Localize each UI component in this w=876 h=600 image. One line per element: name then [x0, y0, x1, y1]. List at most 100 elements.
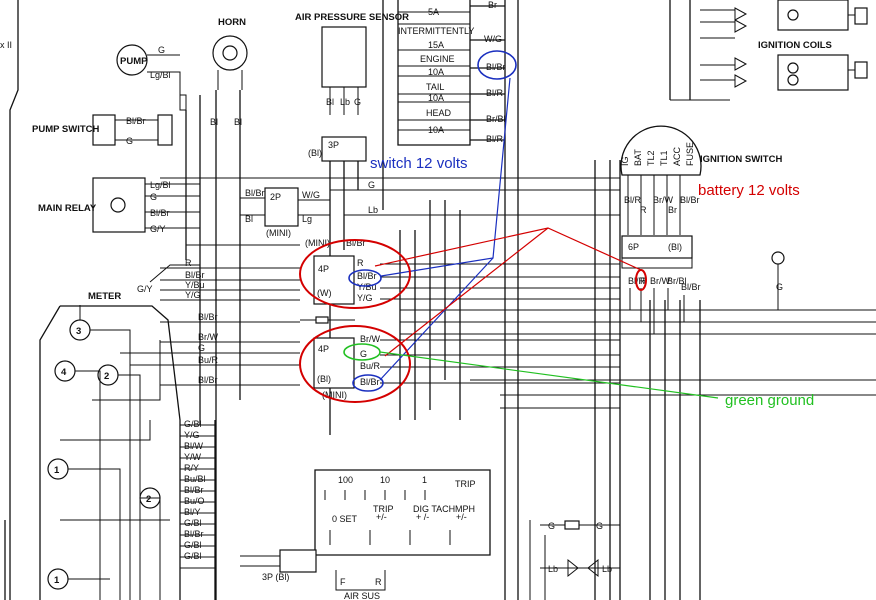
svg-text:Bl/Br: Bl/Br: [198, 312, 218, 322]
svg-text:Bl/R: Bl/R: [624, 195, 642, 205]
svg-text:R: R: [185, 258, 192, 268]
svg-text:W/G: W/G: [484, 34, 502, 44]
meter-terminal-4: 4: [54, 360, 76, 382]
svg-text:G/Y: G/Y: [150, 224, 166, 234]
svg-text:Br/W: Br/W: [360, 334, 381, 344]
svg-text:10: 10: [380, 475, 390, 485]
svg-text:Bu/R: Bu/R: [198, 355, 219, 365]
svg-text:G: G: [776, 282, 783, 292]
svg-text:Bl/R: Bl/R: [486, 134, 504, 144]
svg-text:Bl/Y: Bl/Y: [184, 507, 201, 517]
svg-text:W/G: W/G: [302, 190, 320, 200]
svg-text:Bl: Bl: [245, 214, 253, 224]
ground-annotation: green ground: [343, 343, 814, 409]
meter-gy-wire: [149, 264, 200, 283]
meter-left-wires: R Bl/Br Y/Bu Y/G Bl/Br Br/W G Bu/R Bl/Br: [120, 258, 300, 386]
air-sus: F R AIR SUS: [335, 570, 386, 600]
svg-text:Y/G: Y/G: [357, 293, 373, 303]
svg-text:1: 1: [422, 475, 427, 485]
svg-text:G/Bl: G/Bl: [184, 518, 202, 528]
svg-text:ACC: ACC: [672, 146, 682, 166]
svg-text:G: G: [198, 343, 205, 353]
connector-3p-bottom: 3P (Bl): [240, 549, 317, 582]
pump-connector: [179, 94, 187, 111]
svg-text:IG: IG: [620, 156, 630, 166]
mini-label-a: (MINI): [305, 238, 330, 248]
svg-text:Bl/Br: Bl/Br: [184, 485, 204, 495]
svg-text:Br/Bl: Br/Bl: [667, 276, 687, 286]
svg-text:2P: 2P: [270, 192, 281, 202]
svg-text:3P: 3P: [328, 140, 339, 150]
svg-text:+/-: +/-: [376, 512, 387, 522]
svg-text:TRIP: TRIP: [373, 504, 394, 514]
svg-text:G/Bl: G/Bl: [184, 551, 202, 561]
air-pressure-sensor: AIR PRESSURE SENSOR Bl Lb G 3P (Bl): [295, 12, 409, 435]
svg-text:3: 3: [76, 326, 81, 337]
bottom-right-components: G G Lb Lb: [529, 520, 620, 600]
svg-text:(MINI): (MINI): [322, 390, 347, 400]
svg-text:Br/Bl: Br/Bl: [486, 114, 506, 124]
meter-terminal-3: 3: [69, 319, 91, 341]
svg-text:Lg: Lg: [302, 214, 312, 224]
svg-text:Br/W: Br/W: [198, 332, 219, 342]
svg-text:DIG TACH: DIG TACH: [413, 504, 455, 514]
svg-text:G: G: [548, 521, 555, 531]
horn: HORN Bl Bl: [210, 17, 248, 600]
svg-text:Bl/W: Bl/W: [184, 441, 204, 451]
meter-bus-lines: [180, 420, 216, 600]
svg-text:Bl/Br: Bl/Br: [185, 270, 205, 280]
svg-text:IGNITION SWITCH: IGNITION SWITCH: [700, 154, 782, 165]
svg-text:Y/W: Y/W: [184, 452, 202, 462]
svg-text:Bl/Br: Bl/Br: [681, 282, 701, 292]
meter-bus-labels: G/Bl Y/G Bl/W Y/W R/Y Bu/Bl Bl/Br Bu/O B…: [184, 419, 206, 561]
svg-text:Bl/Br: Bl/Br: [150, 208, 170, 218]
svg-text:100: 100: [338, 475, 353, 485]
mini-2p-connector: 2P (MINI) Bl/Br W/G Bl Lg: [240, 187, 330, 238]
svg-text:Bl/Br: Bl/Br: [357, 271, 377, 281]
svg-text:R: R: [640, 205, 647, 215]
svg-text:G/Bl: G/Bl: [184, 540, 202, 550]
svg-text:BAT: BAT: [633, 149, 643, 166]
svg-text:R: R: [357, 258, 364, 268]
svg-text:PUMP: PUMP: [120, 56, 148, 67]
svg-text:Lb: Lb: [548, 564, 558, 574]
svg-text:R: R: [375, 577, 382, 587]
svg-text:TL2: TL2: [646, 150, 656, 166]
svg-text:10A: 10A: [428, 67, 444, 77]
svg-text:PUMP SWITCH: PUMP SWITCH: [32, 124, 100, 135]
connector-6p: 6P (Bl) Bl/R R Br/W Br/Bl Bl/Br: [621, 235, 701, 334]
meter-terminal-2a: 2: [97, 364, 119, 386]
svg-text:MPH: MPH: [455, 504, 475, 514]
svg-text:Bl/Br: Bl/Br: [346, 238, 366, 248]
svg-text:Y/Bu: Y/Bu: [357, 282, 377, 292]
svg-text:HORN: HORN: [218, 17, 246, 28]
svg-text:G: G: [596, 521, 603, 531]
svg-text:TAIL: TAIL: [426, 82, 444, 92]
svg-text:2: 2: [104, 371, 109, 382]
svg-text:G: G: [126, 136, 133, 146]
svg-text:(Bl): (Bl): [668, 242, 682, 252]
svg-text:Lb: Lb: [340, 97, 350, 107]
connector-b-highlight-ellipse: [352, 374, 384, 392]
meter-gy-label: G/Y: [137, 284, 153, 294]
svg-text:(Bl): (Bl): [308, 148, 322, 158]
connector-4p-white: 4P (W) Bl/Br R Bl/Br Y/Bu Y/G: [313, 238, 620, 305]
svg-text:Lg/Bl: Lg/Bl: [150, 70, 171, 80]
svg-text:G: G: [360, 349, 367, 359]
svg-text:Bl/Br: Bl/Br: [360, 377, 380, 387]
resistor: [315, 316, 329, 324]
svg-text:F: F: [340, 577, 346, 587]
svg-text:2: 2: [146, 494, 151, 505]
svg-text:Bl: Bl: [210, 117, 218, 127]
svg-text:Bl/Br: Bl/Br: [184, 529, 204, 539]
svg-text:5A: 5A: [428, 7, 439, 17]
svg-text:G/Bl: G/Bl: [184, 419, 202, 429]
svg-text:Bu/Bl: Bu/Bl: [184, 474, 206, 484]
svg-text:Bl/Br: Bl/Br: [126, 116, 146, 126]
svg-text:MAIN RELAY: MAIN RELAY: [38, 203, 97, 214]
svg-text:Bu/O: Bu/O: [184, 496, 205, 506]
svg-text:Bl/Br: Bl/Br: [245, 188, 265, 198]
connector-a-red-ellipse: [299, 239, 411, 309]
meter-outline-left: [39, 305, 61, 600]
